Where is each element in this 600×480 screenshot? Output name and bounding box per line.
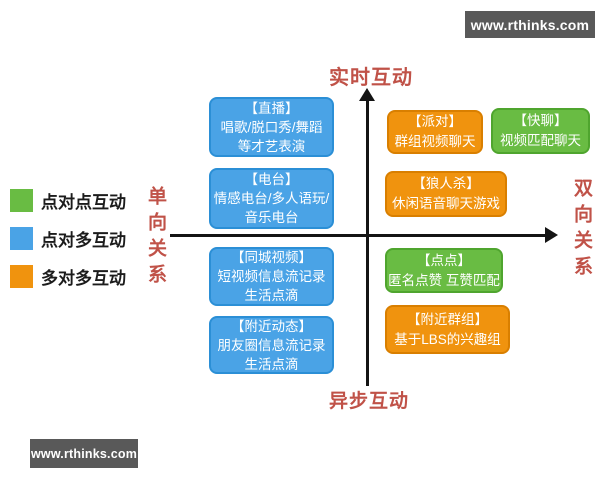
box-title: 【点点】 [417, 252, 471, 268]
legend-label: 点对点互动 [41, 193, 126, 212]
legend-item-p2m: 点对多互动 [10, 227, 126, 250]
watermark-top: www.rthinks.com [465, 11, 595, 38]
box-nearby-feed: 【附近动态】 朋友圈信息流记录 生活点滴 [209, 316, 334, 374]
legend-item-p2p: 点对点互动 [10, 189, 126, 212]
box-title: 【电台】 [244, 172, 299, 187]
box-line: 唱歌/脱口秀/舞蹈 [220, 119, 323, 135]
box-werewolf: 【狼人杀】 休闲语音聊天游戏 [385, 171, 507, 217]
box-title: 【狼人杀】 [412, 176, 480, 191]
box-title: 【附近群组】 [407, 311, 488, 327]
vertical-axis-line [366, 99, 369, 386]
horizontal-axis-line [170, 234, 547, 237]
legend-item-m2m: 多对多互动 [10, 265, 126, 288]
axis-label-async: 异步互动 [328, 391, 409, 412]
box-title: 【附近动态】 [231, 318, 312, 334]
box-diandian: 【点点】 匿名点赞 互赞匹配 [385, 248, 503, 293]
box-nearby-groups: 【附近群组】 基于LBS的兴趣组 [385, 305, 510, 354]
box-line: 匿名点赞 互赞匹配 [388, 272, 500, 288]
box-title: 【派对】 [408, 114, 462, 129]
vertical-axis-arrowhead-icon [359, 88, 375, 101]
box-line: 情感电台/多人语玩/ [213, 191, 330, 206]
legend-label: 多对多互动 [41, 269, 126, 288]
box-title: 【同城视频】 [231, 250, 312, 265]
horizontal-axis-arrowhead-icon [545, 227, 558, 243]
box-line: 视频匹配聊天 [500, 133, 581, 148]
box-line: 短视频信息流记录 [217, 269, 326, 284]
legend-swatch-green [10, 189, 33, 212]
box-party: 【派对】 群组视频聊天 [387, 110, 483, 154]
watermark-bottom: www.rthinks.com [30, 439, 138, 468]
box-title: 【直播】 [244, 100, 299, 116]
axis-label-realtime: 实时互动 [329, 67, 413, 89]
axis-label-one-way: 单向关系 [145, 186, 166, 290]
axis-label-two-way: 双向关系 [571, 178, 592, 282]
box-line: 等才艺表演 [237, 138, 306, 154]
box-radio: 【电台】 情感电台/多人语玩/ 音乐电台 [209, 168, 334, 229]
box-live-streaming: 【直播】 唱歌/脱口秀/舞蹈 等才艺表演 [209, 97, 334, 157]
box-quick-chat: 【快聊】 视频匹配聊天 [491, 108, 590, 154]
box-line: 生活点滴 [244, 356, 299, 372]
box-title: 【快聊】 [513, 113, 568, 128]
box-line: 群组视频聊天 [394, 134, 476, 149]
legend: 点对点互动 点对多互动 多对多互动 [10, 189, 126, 303]
legend-label: 点对多互动 [41, 231, 126, 250]
box-line: 朋友圈信息流记录 [217, 337, 326, 353]
legend-swatch-blue [10, 227, 33, 250]
box-line: 生活点滴 [244, 288, 299, 303]
box-line: 音乐电台 [244, 210, 299, 225]
box-line: 休闲语音聊天游戏 [392, 196, 500, 211]
box-line: 基于LBS的兴趣组 [394, 331, 501, 347]
box-local-video: 【同城视频】 短视频信息流记录 生活点滴 [209, 247, 334, 306]
legend-swatch-orange [10, 265, 33, 288]
